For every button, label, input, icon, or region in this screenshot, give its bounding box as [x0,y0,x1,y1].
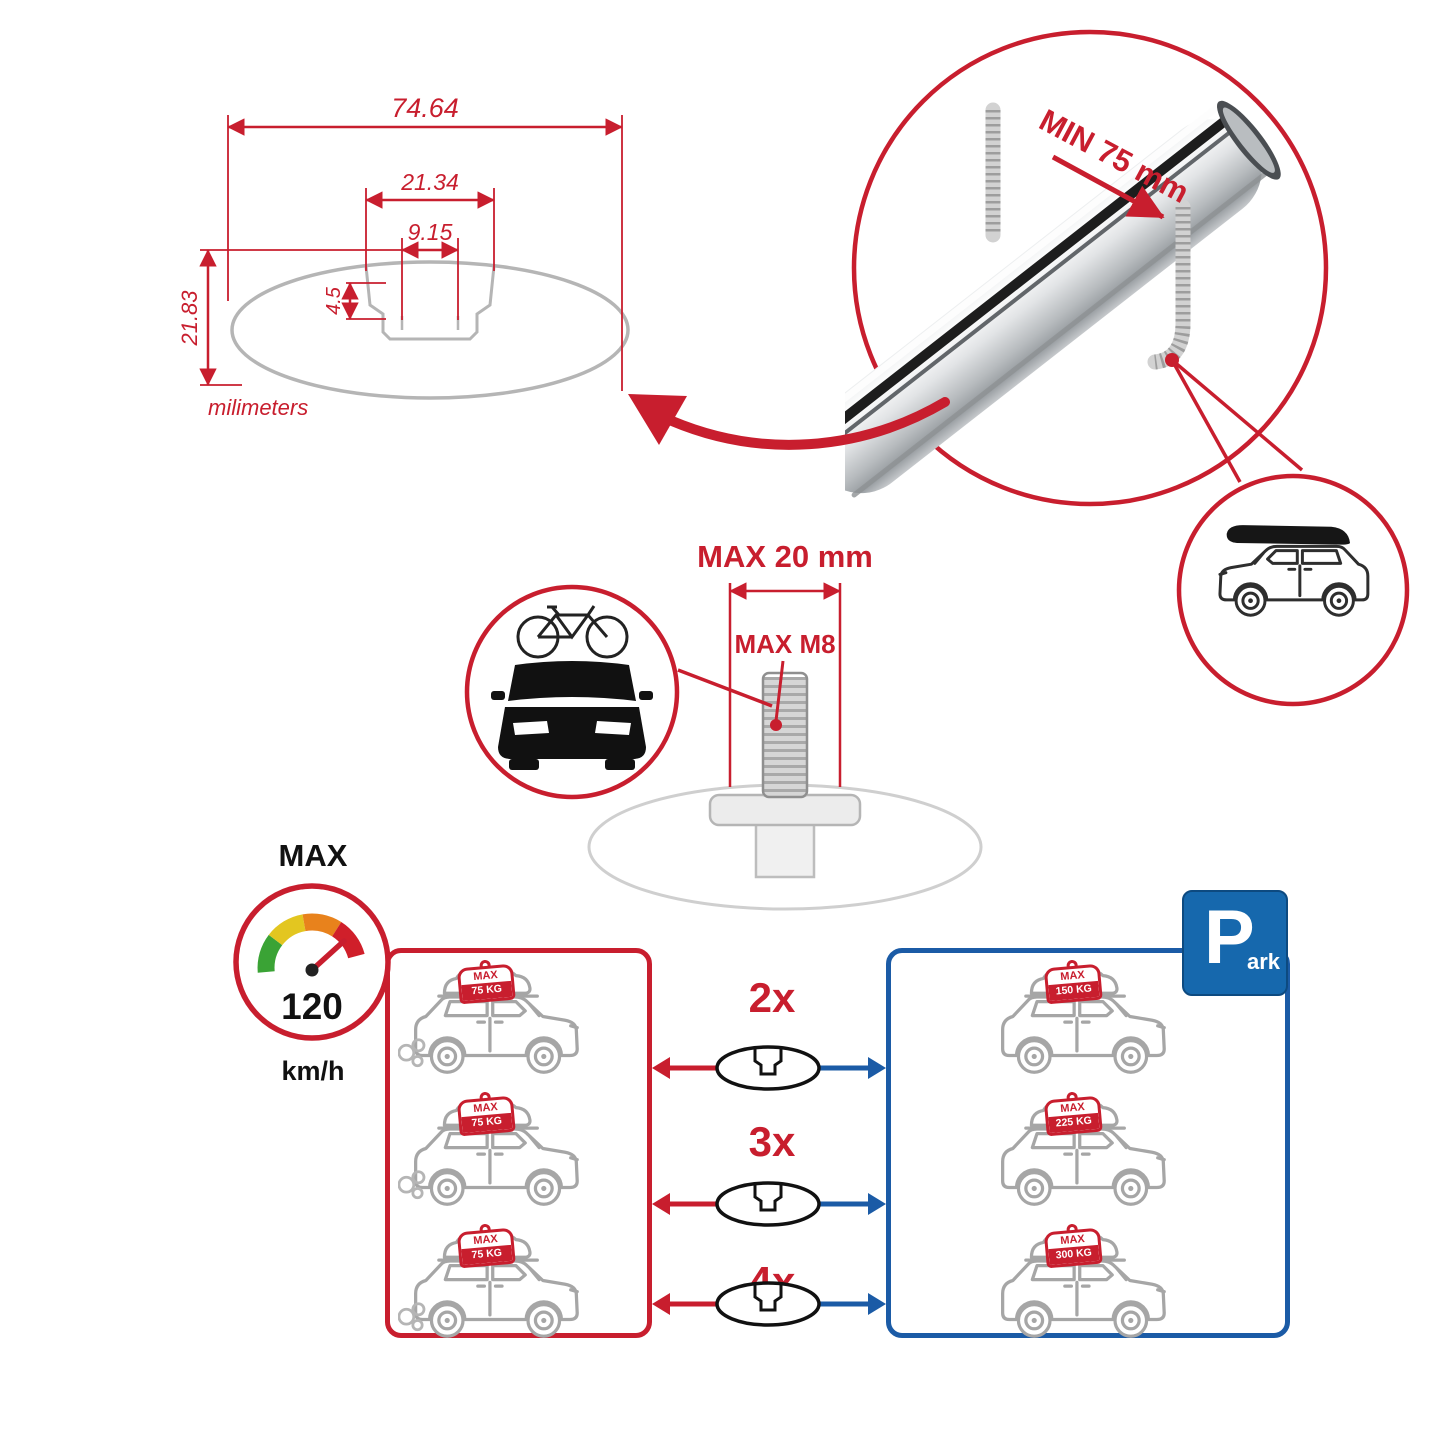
crossbar-count-arrow-2 [652,1181,886,1227]
crossbar-count-arrow-1 [652,1045,886,1091]
badge-value: 75 KG [461,1112,513,1134]
bike-callout-line [677,668,773,708]
parked-load-frame [886,948,1290,1338]
exhaust-smoke-icon [397,1170,426,1200]
crossbar-profile-icon [715,1045,821,1091]
crossbar-profile-ellipse [230,260,630,400]
speed-max-label: MAX [278,838,348,873]
badge-value: 225 KG [1048,1112,1100,1134]
crossbar-profile-slot [364,265,496,341]
overall-width-label: 74.64 [391,93,459,123]
threaded-bolt-icon [761,671,809,799]
max-thread-label: MAX M8 [734,629,835,659]
min-clamp-arrow [1051,154,1165,220]
badge-value: 150 KG [1048,980,1100,1002]
crossbar-profile-icon [715,1281,821,1327]
gauge-needle [309,938,347,973]
max-load-badge: MAX 225 KG [1043,1090,1103,1137]
badge-value: 75 KG [461,1244,513,1266]
exhaust-smoke-icon [397,1038,426,1068]
max-length-label: MAX 20 mm [697,539,873,574]
speed-unit-label: km/h [281,1056,345,1086]
max-load-badge: MAX 75 KG [456,1090,516,1137]
loaded-car-row-parked-2: MAX 225 KG [985,1091,1180,1223]
park-sign-letter: P [1204,895,1255,980]
loaded-car-row-parked-1: MAX 150 KG [985,959,1180,1091]
max-load-badge: MAX 75 KG [456,958,516,1005]
bike-roof-circle [464,584,680,800]
slot-inner-width-label: 9.15 [408,219,453,245]
bolt-detail-diagram: MAX 20 mm MAX M8 [587,539,983,911]
loaded-car-row-driving-3: MAX 75 KG [397,1223,593,1355]
callout-circle [1176,473,1410,707]
crossbar-count-arrow-3 [652,1281,886,1327]
unit-label: milimeters [208,395,308,420]
crossbar-dimension-diagram: 74.64 21.34 9.15 4.5 21.83 milimeters [177,93,630,420]
badge-value: 300 KG [1048,1244,1100,1266]
loaded-car-row-driving-1: MAX 75 KG [397,959,593,1091]
park-sign: P ark [1182,890,1288,996]
max-load-badge: MAX 300 KG [1043,1222,1103,1269]
callout-dot [1165,353,1179,367]
speed-value-label: 120 [281,986,343,1027]
max-load-badge: MAX 75 KG [456,1222,516,1269]
crossbar-photo-circle: MIN 75 mm [845,29,1329,507]
t-nut-stem [754,821,816,879]
loaded-car-row-driving-2: MAX 75 KG [397,1091,593,1223]
bar-count-label-2: 3x [748,1118,796,1165]
bar-count-label-1: 2x [748,974,796,1021]
clamp-hook-front-icon [1147,199,1191,370]
thread-leader-line [774,660,785,722]
headlights [513,721,631,735]
overall-height-label: 21.83 [177,290,202,347]
speed-gauge-icon: 120 [233,883,391,1041]
t-nut-plate [708,793,862,827]
lip-height-label: 4.5 [323,286,345,315]
suv-roofbox-circle [1176,473,1410,707]
callout-connector [1165,353,1304,483]
crossbar-profile-icon [715,1181,821,1227]
max-load-badge: MAX 150 KG [1043,958,1103,1005]
pointer-arrow [628,394,950,450]
park-sign-suffix: ark [1247,949,1281,974]
badge-value: 75 KG [461,980,513,1002]
bicycle-icon [516,605,629,659]
exhaust-smoke-icon [397,1302,426,1332]
slot-outer-width-label: 21.34 [400,169,459,195]
car-front-icon [491,661,653,770]
suv-roofbox-icon [1218,525,1370,617]
thread-leader-dot [770,719,782,731]
loaded-car-row-parked-3: MAX 300 KG [985,1223,1180,1355]
